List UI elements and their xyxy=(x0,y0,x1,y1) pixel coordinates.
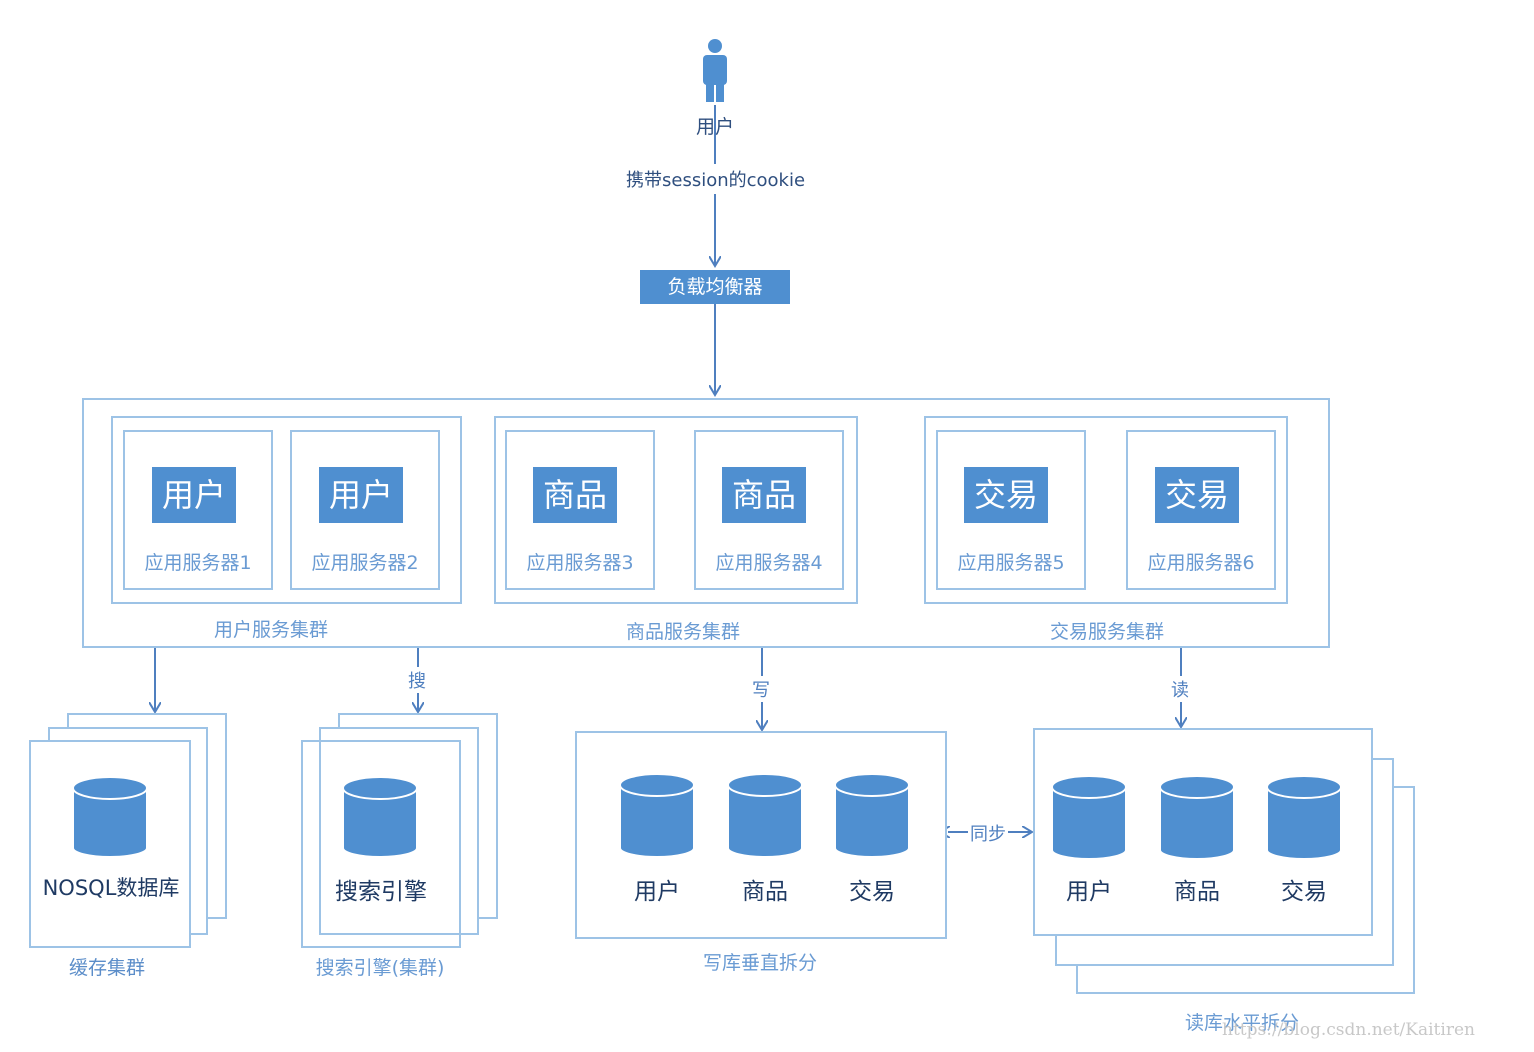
server-tile-6: 交易 xyxy=(1155,467,1239,523)
cluster-name-user: 用户服务集群 xyxy=(213,619,328,641)
server-name-2: 应用服务器2 xyxy=(311,552,419,574)
edge-label-read: 读 xyxy=(1169,676,1191,702)
server-tile-2: 用户 xyxy=(319,467,403,523)
cache-caption: 缓存集群 xyxy=(68,957,145,979)
write-db-label-2: 商品 xyxy=(742,879,788,905)
server-name-1: 应用服务器1 xyxy=(144,552,252,574)
load-balancer: 负载均衡器 xyxy=(640,270,790,304)
server-name-6: 应用服务器6 xyxy=(1147,552,1255,574)
write-db-label-1: 用户 xyxy=(634,879,680,905)
edge-label-cookie: 携带session的cookie xyxy=(624,166,808,192)
server-tile-3: 商品 xyxy=(533,467,617,523)
cache-card-front xyxy=(29,740,191,948)
cluster-name-trade: 交易服务集群 xyxy=(1049,621,1164,643)
watermark: https://blog.csdn.net/Kaitiren xyxy=(1222,1020,1475,1040)
search-card-front xyxy=(301,740,461,948)
edge-label-search: 搜 xyxy=(406,667,428,693)
user-figure-icon xyxy=(703,39,727,102)
server-name-3: 应用服务器3 xyxy=(526,552,634,574)
nosql-db-label: NOSQL数据库 xyxy=(42,876,180,900)
user-label: 用户 xyxy=(695,116,734,138)
edge-label-write: 写 xyxy=(750,676,772,702)
write-db-label-3: 交易 xyxy=(849,879,895,905)
write-db-box xyxy=(575,731,947,939)
server-tile-1: 用户 xyxy=(152,467,236,523)
read-db-caption: 读库水平拆分 xyxy=(1184,1012,1299,1034)
search-caption: 搜索引擎(集群) xyxy=(315,957,445,979)
server-name-4: 应用服务器4 xyxy=(715,552,823,574)
server-tile-4: 商品 xyxy=(722,467,806,523)
edge-label-sync: 同步 xyxy=(968,820,1008,846)
server-tile-5: 交易 xyxy=(964,467,1048,523)
read-db-label-2: 商品 xyxy=(1174,879,1220,905)
app-server-1 xyxy=(123,430,273,590)
cluster-name-product: 商品服务集群 xyxy=(625,621,740,643)
read-db-label-1: 用户 xyxy=(1066,879,1112,905)
search-engine-label: 搜索引擎 xyxy=(335,879,427,905)
write-db-caption: 写库垂直拆分 xyxy=(702,952,817,974)
read-db-label-3: 交易 xyxy=(1281,879,1327,905)
server-name-5: 应用服务器5 xyxy=(957,552,1065,574)
